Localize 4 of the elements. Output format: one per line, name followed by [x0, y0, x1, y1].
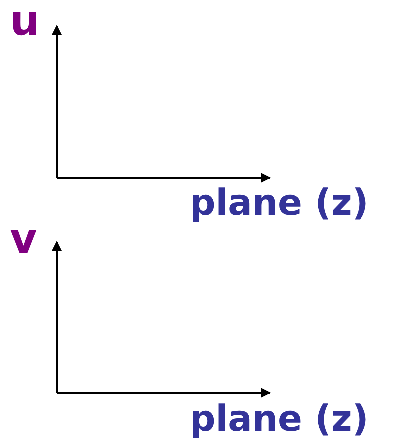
- axis-label: plane (z): [190, 402, 369, 438]
- axis-label: plane (z): [190, 186, 369, 222]
- axis-label: u: [10, 0, 40, 42]
- axis-label: v: [10, 218, 38, 260]
